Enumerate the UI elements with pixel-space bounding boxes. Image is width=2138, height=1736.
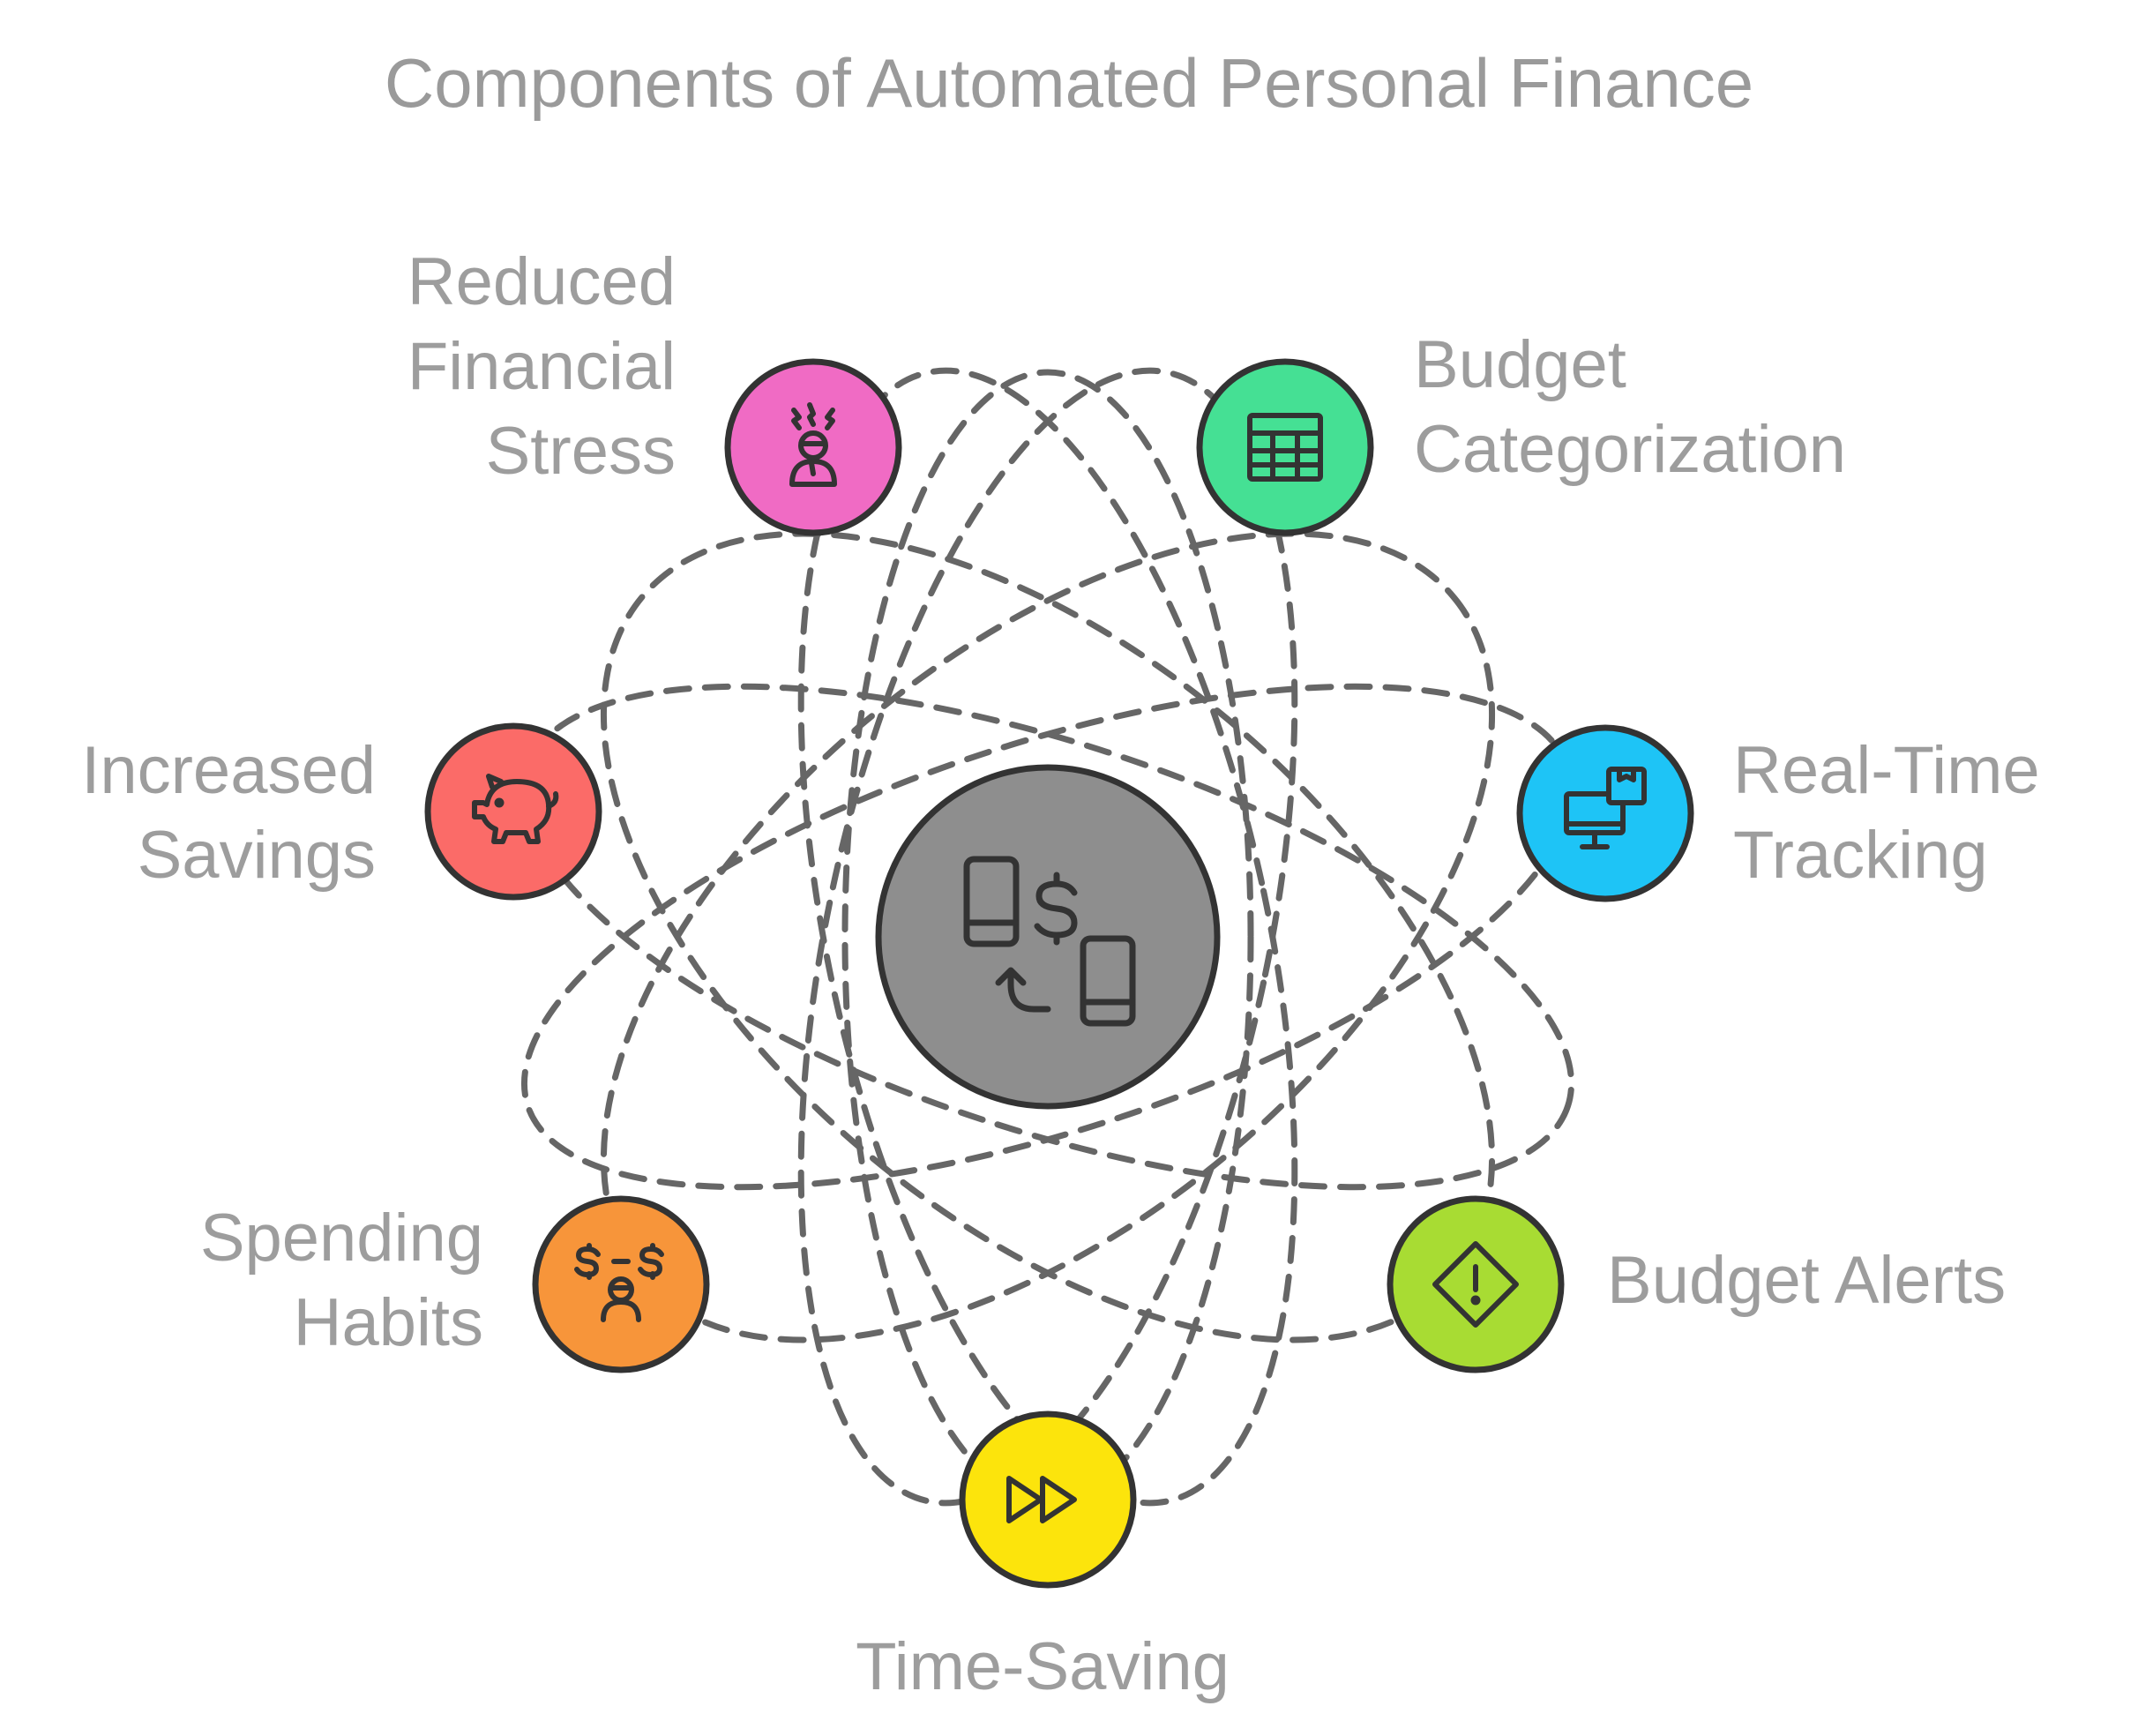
node-circle bbox=[959, 1410, 1137, 1589]
label-line: Time-Saving bbox=[856, 1629, 1230, 1704]
label-line: Reduced bbox=[407, 244, 676, 319]
node-budget-alerts bbox=[1387, 1195, 1565, 1373]
warning-diamond-icon bbox=[1432, 1241, 1519, 1328]
label-time-saving: Time-Saving bbox=[804, 1625, 1281, 1710]
label-spending-habits: Spending Habits bbox=[200, 1196, 483, 1366]
label-line: Increased bbox=[81, 733, 376, 808]
node-reduced-financial-stress bbox=[724, 358, 902, 536]
label-line: Categorization bbox=[1414, 412, 1847, 487]
label-line: Habits bbox=[293, 1285, 483, 1360]
node-budget-categorization bbox=[1196, 358, 1374, 536]
node-increased-savings bbox=[424, 722, 602, 901]
money-transfer-phones-icon bbox=[963, 856, 1136, 1027]
label-line: Stress bbox=[485, 414, 676, 489]
node-circle bbox=[532, 1195, 710, 1373]
fast-forward-icon bbox=[1006, 1476, 1077, 1523]
label-line: Savings bbox=[137, 818, 376, 893]
spending-person-icon bbox=[574, 1243, 664, 1322]
label-budget-alerts: Budget Alerts bbox=[1607, 1238, 2006, 1323]
orbit-ellipse bbox=[520, 683, 1575, 1191]
node-time-saving bbox=[959, 1410, 1137, 1589]
monitor-package-icon bbox=[1564, 767, 1647, 849]
label-line: Spending bbox=[199, 1201, 483, 1276]
label-line: Real-Time bbox=[1733, 733, 2040, 808]
center-node bbox=[875, 764, 1221, 1110]
label-real-time-tracking: Real-Time Tracking bbox=[1733, 729, 2040, 898]
label-reduced-financial-stress: Reduced Financial Stress bbox=[407, 240, 676, 494]
table-grid-icon bbox=[1247, 413, 1323, 482]
node-real-time-tracking bbox=[1516, 724, 1694, 902]
label-line: Financial bbox=[407, 329, 676, 404]
label-line: Budget Alerts bbox=[1607, 1243, 2007, 1318]
label-line: Budget bbox=[1414, 327, 1626, 402]
orbit-ellipse bbox=[797, 367, 1298, 1507]
node-circle bbox=[424, 722, 602, 901]
label-increased-savings: Increased Savings bbox=[81, 729, 376, 898]
diagram-title: Components of Automated Personal Finance bbox=[384, 44, 1754, 122]
label-line: Tracking bbox=[1733, 818, 1988, 893]
node-circle bbox=[1196, 358, 1374, 536]
label-budget-categorization: Budget Categorization bbox=[1414, 323, 1846, 492]
node-circle bbox=[724, 358, 902, 536]
orbit-ellipse bbox=[797, 367, 1298, 1507]
stressed-person-icon bbox=[789, 402, 837, 487]
node-spending-habits bbox=[532, 1195, 710, 1373]
piggy-bank-icon bbox=[472, 774, 559, 844]
node-circle bbox=[1516, 724, 1694, 902]
